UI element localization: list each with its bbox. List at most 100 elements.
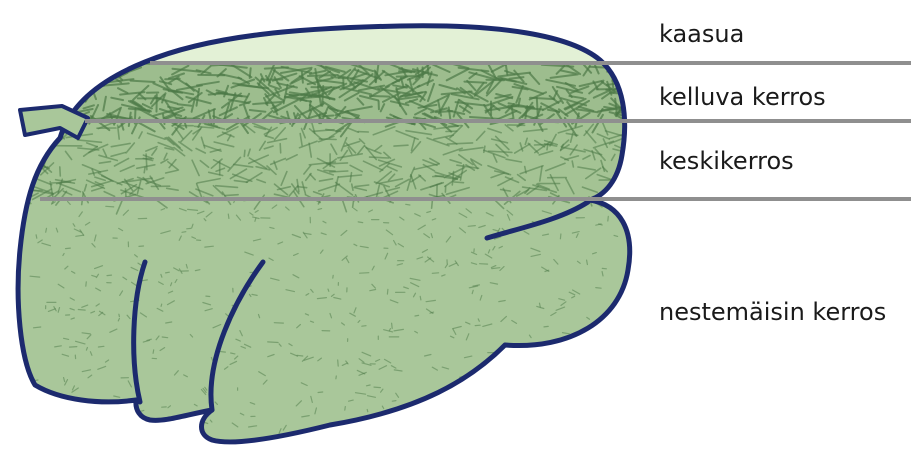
fiber-stroke bbox=[9, 65, 41, 71]
fiber-stroke bbox=[23, 77, 40, 81]
fiber-stroke bbox=[520, 429, 525, 432]
fiber-stroke bbox=[628, 64, 646, 76]
fiber-stroke bbox=[590, 67, 617, 68]
fiber-stroke bbox=[94, 422, 97, 425]
fiber-stroke bbox=[608, 216, 609, 221]
fiber-stroke bbox=[374, 387, 380, 388]
fiber-stroke bbox=[625, 390, 633, 392]
fiber-stroke bbox=[562, 409, 566, 411]
fiber-stroke bbox=[611, 413, 613, 415]
fiber-stroke bbox=[482, 389, 488, 394]
fiber-stroke bbox=[89, 74, 96, 80]
fiber-stroke bbox=[613, 65, 632, 73]
fiber-stroke bbox=[26, 83, 31, 94]
fiber-stroke bbox=[325, 443, 333, 446]
fiber-stroke bbox=[139, 425, 140, 430]
fiber-stroke bbox=[119, 314, 120, 317]
fiber-stroke bbox=[590, 379, 592, 382]
fiber-stroke bbox=[107, 275, 112, 276]
fiber-stroke bbox=[17, 96, 33, 109]
fiber-stroke bbox=[24, 65, 30, 82]
fiber-stroke bbox=[525, 432, 531, 433]
fiber-stroke bbox=[109, 65, 111, 78]
fiber-stroke bbox=[31, 413, 35, 416]
fiber-stroke bbox=[153, 350, 154, 354]
fiber-stroke bbox=[444, 413, 453, 414]
fiber-stroke bbox=[88, 64, 114, 75]
fiber-stroke bbox=[486, 80, 504, 81]
fiber-stroke bbox=[365, 440, 366, 443]
fiber-stroke bbox=[387, 289, 388, 294]
fiber-stroke bbox=[0, 97, 18, 107]
fiber-stroke bbox=[526, 108, 544, 109]
fiber-stroke bbox=[51, 75, 64, 79]
fiber-stroke bbox=[92, 414, 99, 415]
fiber-stroke bbox=[19, 91, 32, 96]
fiber-stroke bbox=[432, 273, 438, 274]
fiber-stroke bbox=[59, 72, 82, 76]
fiber-stroke bbox=[56, 414, 61, 416]
fiber-stroke bbox=[629, 329, 636, 333]
fiber-stroke bbox=[12, 239, 16, 241]
fiber-stroke bbox=[36, 235, 37, 238]
fiber-stroke bbox=[23, 81, 27, 88]
fiber-stroke bbox=[611, 352, 618, 353]
fiber-stroke bbox=[454, 182, 463, 183]
fiber-stroke bbox=[579, 431, 588, 433]
fiber-stroke bbox=[484, 146, 485, 152]
fiber-stroke bbox=[297, 355, 303, 356]
fiber-stroke bbox=[16, 83, 23, 89]
fiber-stroke bbox=[70, 89, 79, 94]
fiber-stroke bbox=[30, 145, 44, 146]
fiber-stroke bbox=[142, 280, 147, 281]
fiber-stroke bbox=[280, 144, 281, 153]
fiber-stroke bbox=[106, 206, 114, 207]
fiber-stroke bbox=[331, 77, 345, 78]
fiber-stroke bbox=[575, 372, 585, 373]
fiber-stroke bbox=[569, 359, 574, 362]
fiber-stroke bbox=[420, 296, 421, 300]
fiber-stroke bbox=[406, 204, 410, 205]
fiber-stroke bbox=[66, 248, 71, 249]
fiber-stroke bbox=[606, 374, 609, 380]
fiber-stroke bbox=[47, 80, 67, 89]
fiber-stroke bbox=[598, 412, 605, 415]
fiber-stroke bbox=[619, 73, 629, 76]
fiber-stroke bbox=[32, 94, 36, 101]
fiber-stroke bbox=[596, 411, 600, 415]
fiber-stroke bbox=[62, 69, 72, 73]
fiber-stroke bbox=[152, 436, 162, 437]
fiber-stroke bbox=[144, 167, 145, 173]
fiber-stroke bbox=[69, 94, 80, 95]
fiber-stroke bbox=[64, 75, 75, 80]
fiber-stroke bbox=[10, 156, 19, 165]
fiber-stroke bbox=[367, 410, 368, 412]
fiber-stroke bbox=[11, 120, 17, 129]
fiber-stroke bbox=[200, 438, 203, 442]
fiber-stroke bbox=[532, 385, 535, 389]
fiber-stroke bbox=[27, 83, 47, 89]
fiber-stroke bbox=[188, 424, 193, 428]
label-gas: kaasua bbox=[659, 20, 744, 48]
fiber-stroke bbox=[37, 98, 56, 103]
fiber-stroke bbox=[225, 195, 238, 196]
fiber-stroke bbox=[330, 171, 348, 172]
fiber-stroke bbox=[161, 304, 162, 306]
fiber-stroke bbox=[166, 272, 170, 273]
fiber-stroke bbox=[514, 369, 521, 374]
fiber-stroke bbox=[27, 442, 31, 446]
fiber-stroke bbox=[180, 444, 186, 447]
fiber-stroke bbox=[623, 90, 653, 91]
fiber-stroke bbox=[561, 391, 564, 395]
fiber-stroke bbox=[20, 165, 30, 179]
fiber-stroke bbox=[626, 170, 640, 172]
label-liquid-layer: nestemäisin kerros bbox=[659, 298, 886, 326]
label-floating-layer: kelluva kerros bbox=[659, 83, 826, 111]
fiber-stroke bbox=[114, 421, 119, 422]
fiber-stroke bbox=[528, 394, 531, 395]
fiber-stroke bbox=[449, 390, 451, 393]
fiber-stroke bbox=[634, 260, 638, 262]
fiber-stroke bbox=[345, 407, 346, 411]
fiber-stroke bbox=[60, 167, 61, 176]
